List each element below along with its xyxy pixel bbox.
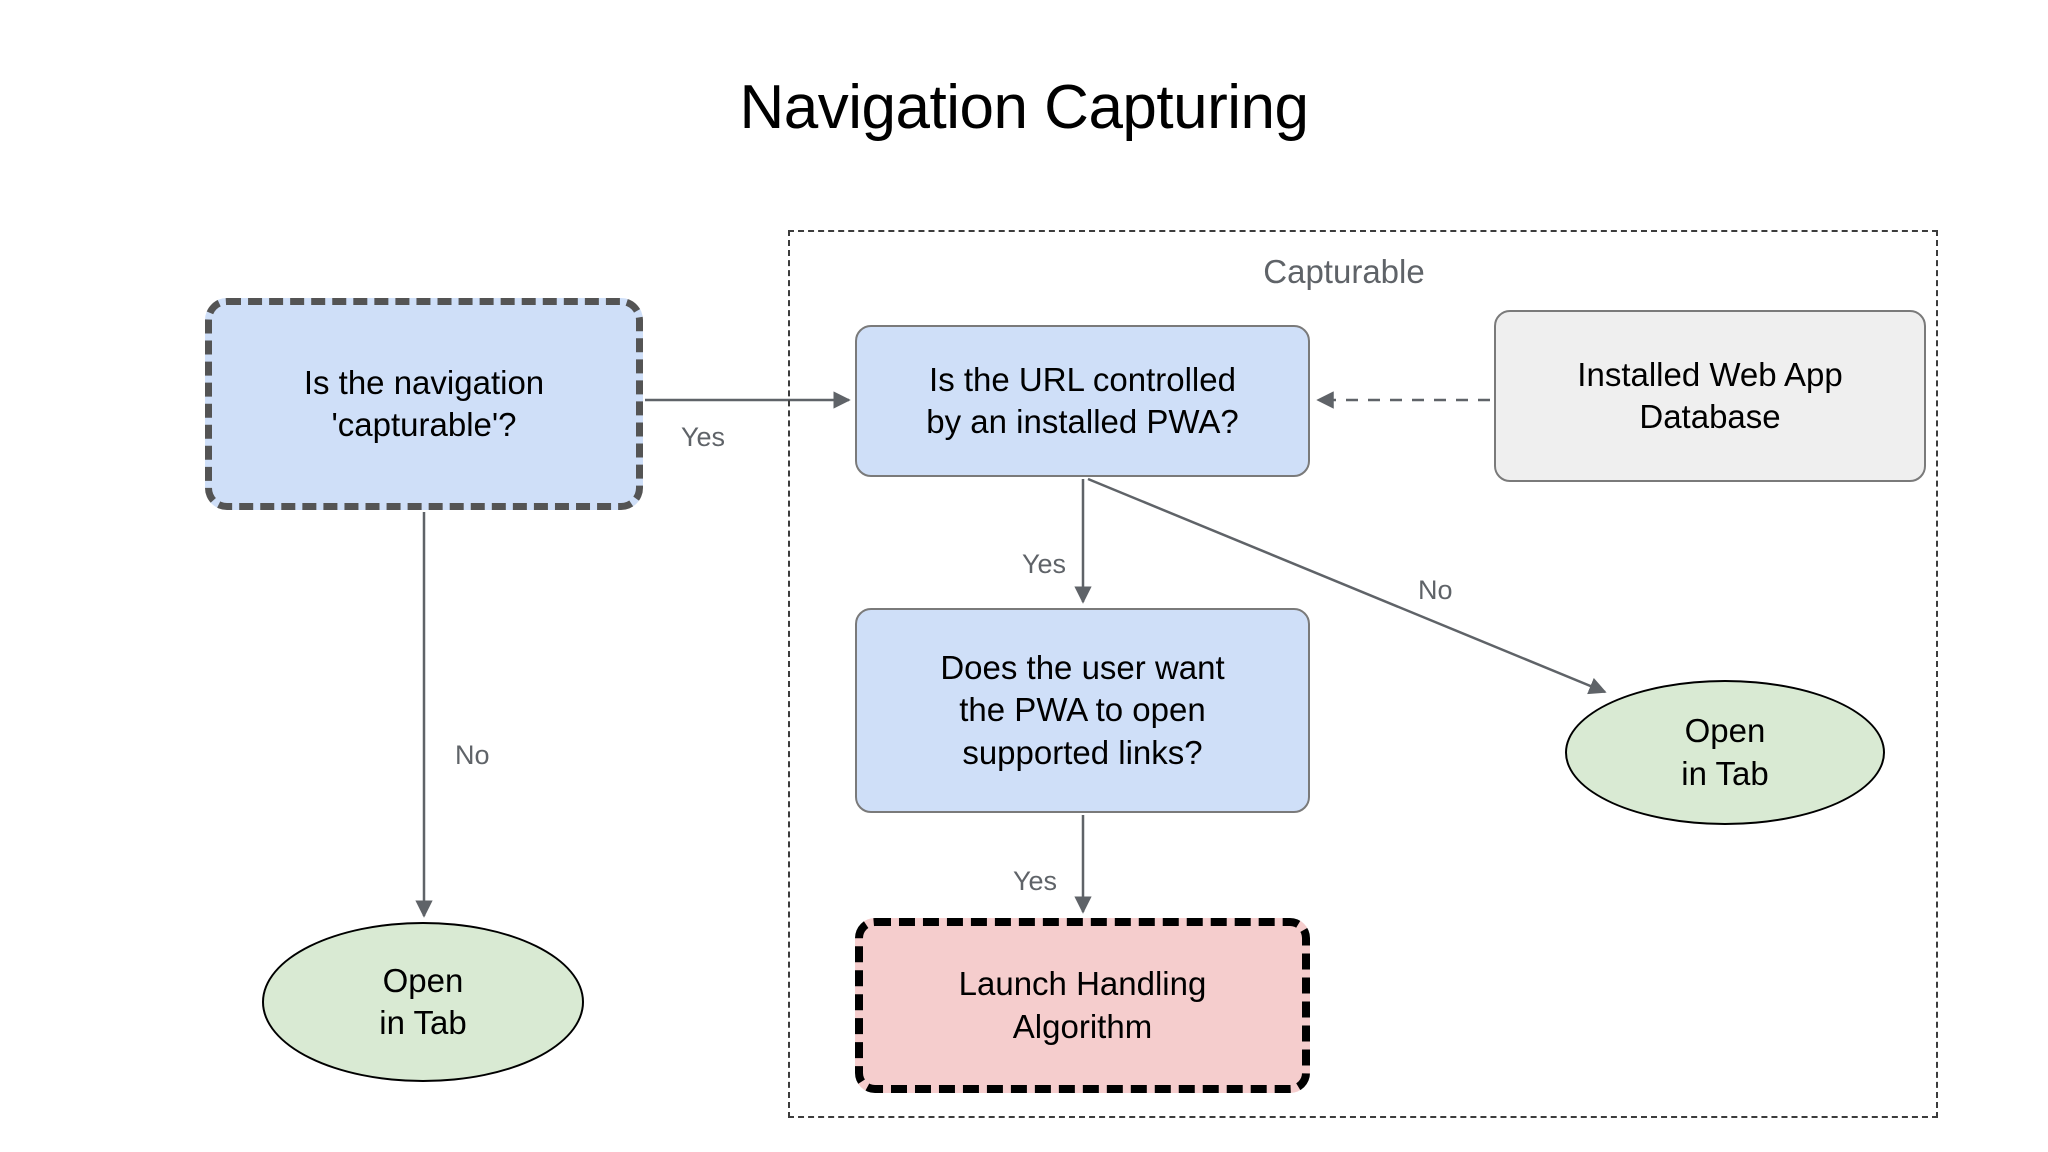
node-open-in-tab-left[interactable]: Open in Tab xyxy=(262,922,584,1082)
group-capturable-label: Capturable xyxy=(1263,253,1425,290)
edge-label-capturable-yes: Yes xyxy=(681,422,726,452)
node-launch-handling-algorithm[interactable]: Launch Handling Algorithm xyxy=(855,918,1310,1093)
edge-label-url-no: No xyxy=(1418,575,1453,605)
edge-label-user-want-yes: Yes xyxy=(1013,866,1058,896)
edge-label-url-yes: Yes xyxy=(1022,549,1067,579)
node-open-in-tab-right[interactable]: Open in Tab xyxy=(1565,680,1885,825)
edge-label-capturable-no: No xyxy=(455,740,490,770)
page-title: Navigation Capturing xyxy=(739,73,1309,142)
node-is-url-controlled-by-installed-pwa[interactable]: Is the URL controlled by an installed PW… xyxy=(855,325,1310,477)
edge-url-no xyxy=(1087,477,1607,695)
node-does-user-want-pwa-open-supported-links[interactable]: Does the user want the PWA to open suppo… xyxy=(855,608,1310,813)
node-is-navigation-capturable[interactable]: Is the navigation 'capturable'? xyxy=(205,298,643,510)
node-installed-web-app-database[interactable]: Installed Web App Database xyxy=(1494,310,1926,482)
group-capturable-boundary xyxy=(788,230,1938,1118)
